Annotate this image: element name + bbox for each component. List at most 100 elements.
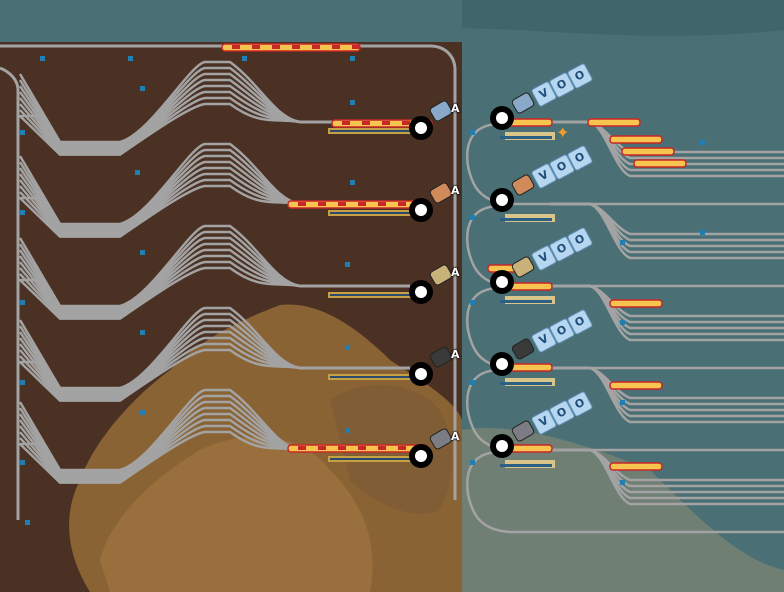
rail-signal <box>345 345 350 350</box>
train-car-gap <box>318 446 326 450</box>
platform-stripe <box>330 130 426 132</box>
station-label: A <box>451 266 460 279</box>
train-car-gap <box>362 121 370 125</box>
station-label: A <box>451 184 460 197</box>
train-car-gap <box>232 45 240 49</box>
train[interactable] <box>609 381 663 390</box>
rail-signal <box>135 170 140 175</box>
rail-track <box>19 342 410 401</box>
station-label: A <box>451 102 460 115</box>
train[interactable] <box>609 135 663 144</box>
rail-signal <box>470 215 475 220</box>
rail-signal <box>20 460 25 465</box>
rail-signal <box>350 180 355 185</box>
platform-stripe <box>330 458 426 460</box>
rail-signal <box>25 520 30 525</box>
platform-stripe <box>330 376 426 378</box>
train-stop-core <box>415 450 427 462</box>
rail-signal <box>20 210 25 215</box>
train-stop-core <box>496 112 508 124</box>
train-stop-core <box>415 286 427 298</box>
rail-track <box>19 260 410 319</box>
rail-signal <box>140 410 145 415</box>
rail-signal <box>20 300 25 305</box>
train-stop-core <box>496 358 508 370</box>
rail-signal <box>20 130 25 135</box>
rail-signal <box>470 380 475 385</box>
rail-signal <box>620 320 625 325</box>
rail-signal <box>350 56 355 61</box>
train-stops[interactable] <box>409 106 514 468</box>
train-car-gap <box>332 45 340 49</box>
train-car-gap <box>358 202 366 206</box>
rail-signal <box>140 330 145 335</box>
rail-signal <box>140 86 145 91</box>
train-car-gap <box>342 121 350 125</box>
platform-stripe <box>500 218 552 221</box>
train[interactable] <box>587 118 641 127</box>
train-stop-core <box>496 276 508 288</box>
rail-track <box>19 184 410 238</box>
train-car-gap <box>338 202 346 206</box>
rail-signal <box>620 400 625 405</box>
rail-track <box>19 424 410 483</box>
train-car-gap <box>398 446 406 450</box>
rail-track <box>550 202 784 260</box>
sand-patch-light <box>100 436 373 592</box>
rail-signal <box>345 262 350 267</box>
rails-left <box>18 60 428 484</box>
rail-track <box>550 284 784 342</box>
train[interactable] <box>633 159 687 168</box>
trains[interactable]: ✦ <box>221 43 687 471</box>
train-car-gap <box>318 202 326 206</box>
train-stop-core <box>415 204 427 216</box>
train-car-gap <box>272 45 280 49</box>
shallow-water <box>462 428 784 592</box>
train-car-gap <box>378 446 386 450</box>
rail-signal <box>140 250 145 255</box>
rail-track <box>19 96 410 155</box>
train-car-gap <box>378 202 386 206</box>
rail-signal <box>470 460 475 465</box>
train-car-gap <box>252 45 260 49</box>
train-car-gap <box>382 121 390 125</box>
rail-network <box>0 44 457 520</box>
rail-signal <box>700 230 705 235</box>
rails-right <box>466 120 784 534</box>
item-marker: ✦ <box>556 123 569 142</box>
train[interactable] <box>609 462 663 471</box>
rail-signal <box>470 130 475 135</box>
rail-signal <box>40 56 45 61</box>
shallow-water-2 <box>462 0 784 36</box>
train-stop-core <box>496 194 508 206</box>
rail-signal <box>242 56 247 61</box>
train-car-gap <box>398 202 406 206</box>
rail-track <box>550 448 784 506</box>
station-label: A <box>451 430 460 443</box>
rail-loop <box>466 450 784 534</box>
rail-signal <box>20 380 25 385</box>
rail-signal <box>700 140 705 145</box>
train-car-gap <box>298 446 306 450</box>
rail-signals <box>20 56 705 525</box>
train-car-gap <box>352 45 360 49</box>
platform-stripe <box>500 382 552 385</box>
rail-signal <box>350 100 355 105</box>
platform-stripe <box>500 300 552 303</box>
station-label: A <box>451 348 460 361</box>
train-car-gap <box>298 202 306 206</box>
rail-signal <box>128 56 133 61</box>
train-car-gap <box>402 121 410 125</box>
train-stop-core <box>415 368 427 380</box>
train-car-gap <box>358 446 366 450</box>
train[interactable] <box>609 299 663 308</box>
rail-track <box>19 430 410 484</box>
rail-signal <box>470 300 475 305</box>
rail-track <box>19 266 410 320</box>
rail-track <box>19 102 410 156</box>
train[interactable] <box>621 147 675 156</box>
train-car-gap <box>338 446 346 450</box>
platform-stripe <box>330 294 426 296</box>
platform-stripe <box>330 212 426 214</box>
